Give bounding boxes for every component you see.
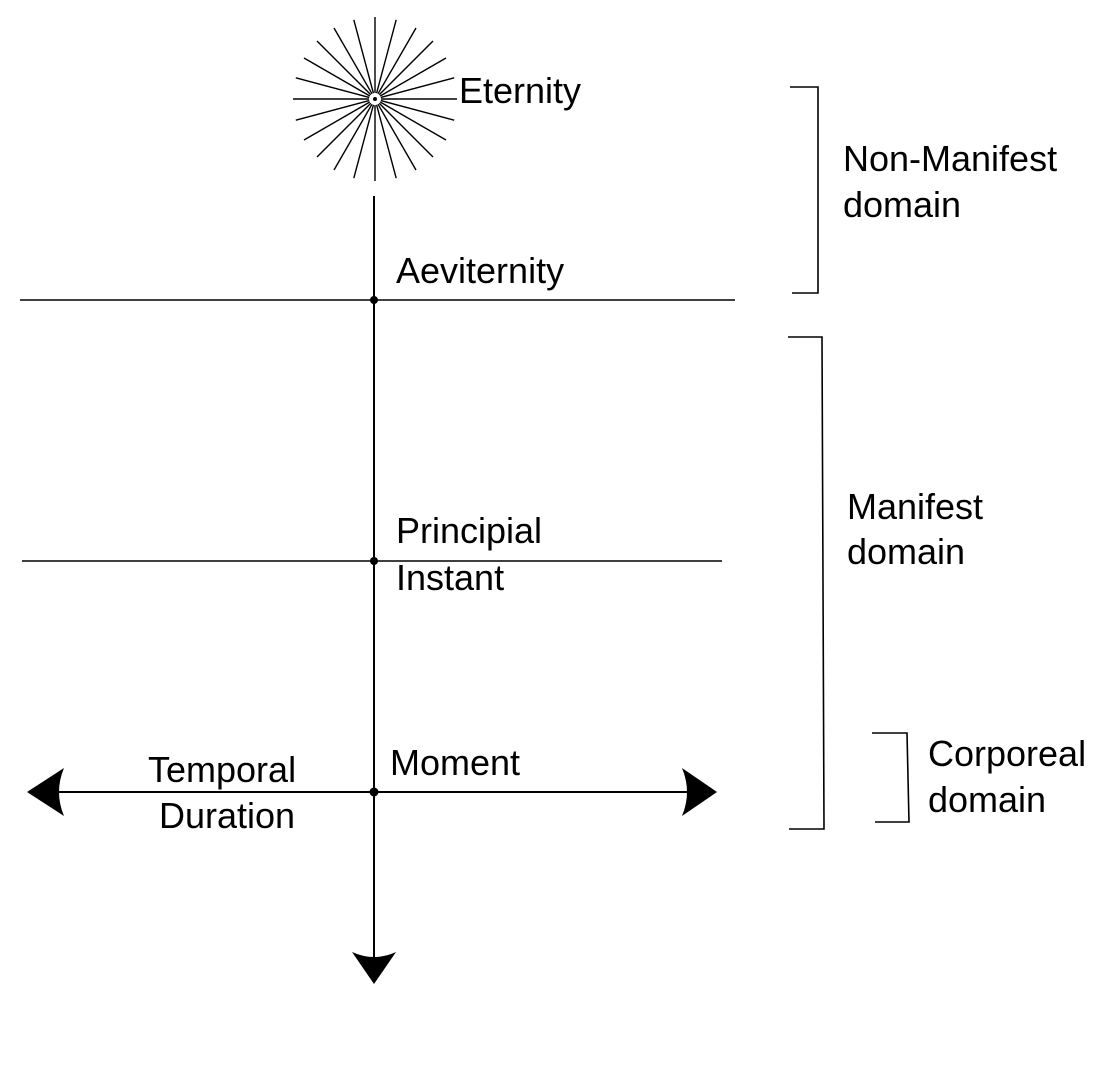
principial-instant-point [370,557,378,565]
temporal-duration-label-line1: Temporal [148,749,296,790]
principial-instant-label-line2: Instant [396,557,504,598]
sunburst-ray [333,27,373,95]
corporeal-label-line1: Corporeal [928,733,1086,774]
manifest-label-line2: domain [847,531,965,572]
corporeal-bracket [872,732,910,823]
aeviternity-point [370,296,378,304]
sunburst-ray [333,103,373,171]
sunburst-ray [316,40,372,96]
principial-instant-label-line1: Principial [396,510,542,551]
sunburst-ray [353,104,375,179]
sunburst-ray [379,57,447,97]
sunburst-ray [295,99,370,121]
temporal-duration-label-line2: Duration [159,795,295,836]
sunburst-ray [378,40,434,96]
sunburst-ray [380,77,455,99]
non-manifest-label-line1: Non-Manifest [843,138,1057,179]
moment-point [369,787,379,797]
sunburst-ray [295,77,370,99]
aeviternity-label: Aeviternity [396,250,564,291]
sunburst-ray [379,101,447,141]
sunburst-ray [377,27,417,95]
sunburst-ray [353,19,375,94]
sunburst-ray [316,102,372,158]
sunburst-ray [378,102,434,158]
moment-label: Moment [390,742,520,783]
vertical-axis-arrowhead [352,952,396,984]
sunburst-ray [377,103,417,171]
non-manifest-bracket [790,86,819,294]
temporal-duration-right-arrowhead [682,768,717,816]
eternity-label: Eternity [459,70,581,111]
manifest-bracket [788,336,825,830]
sunburst-ray [303,101,371,141]
manifest-label-line1: Manifest [847,486,983,527]
sunburst-ray [375,19,397,94]
sunburst-center [373,97,377,101]
non-manifest-label-line2: domain [843,184,961,225]
temporal-duration-left-arrowhead [27,768,64,816]
sunburst-ray [303,57,371,97]
eternity-sunburst-icon [293,17,457,181]
sunburst-ray [375,104,397,179]
corporeal-label-line2: domain [928,779,1046,820]
sunburst-ray [380,99,455,121]
